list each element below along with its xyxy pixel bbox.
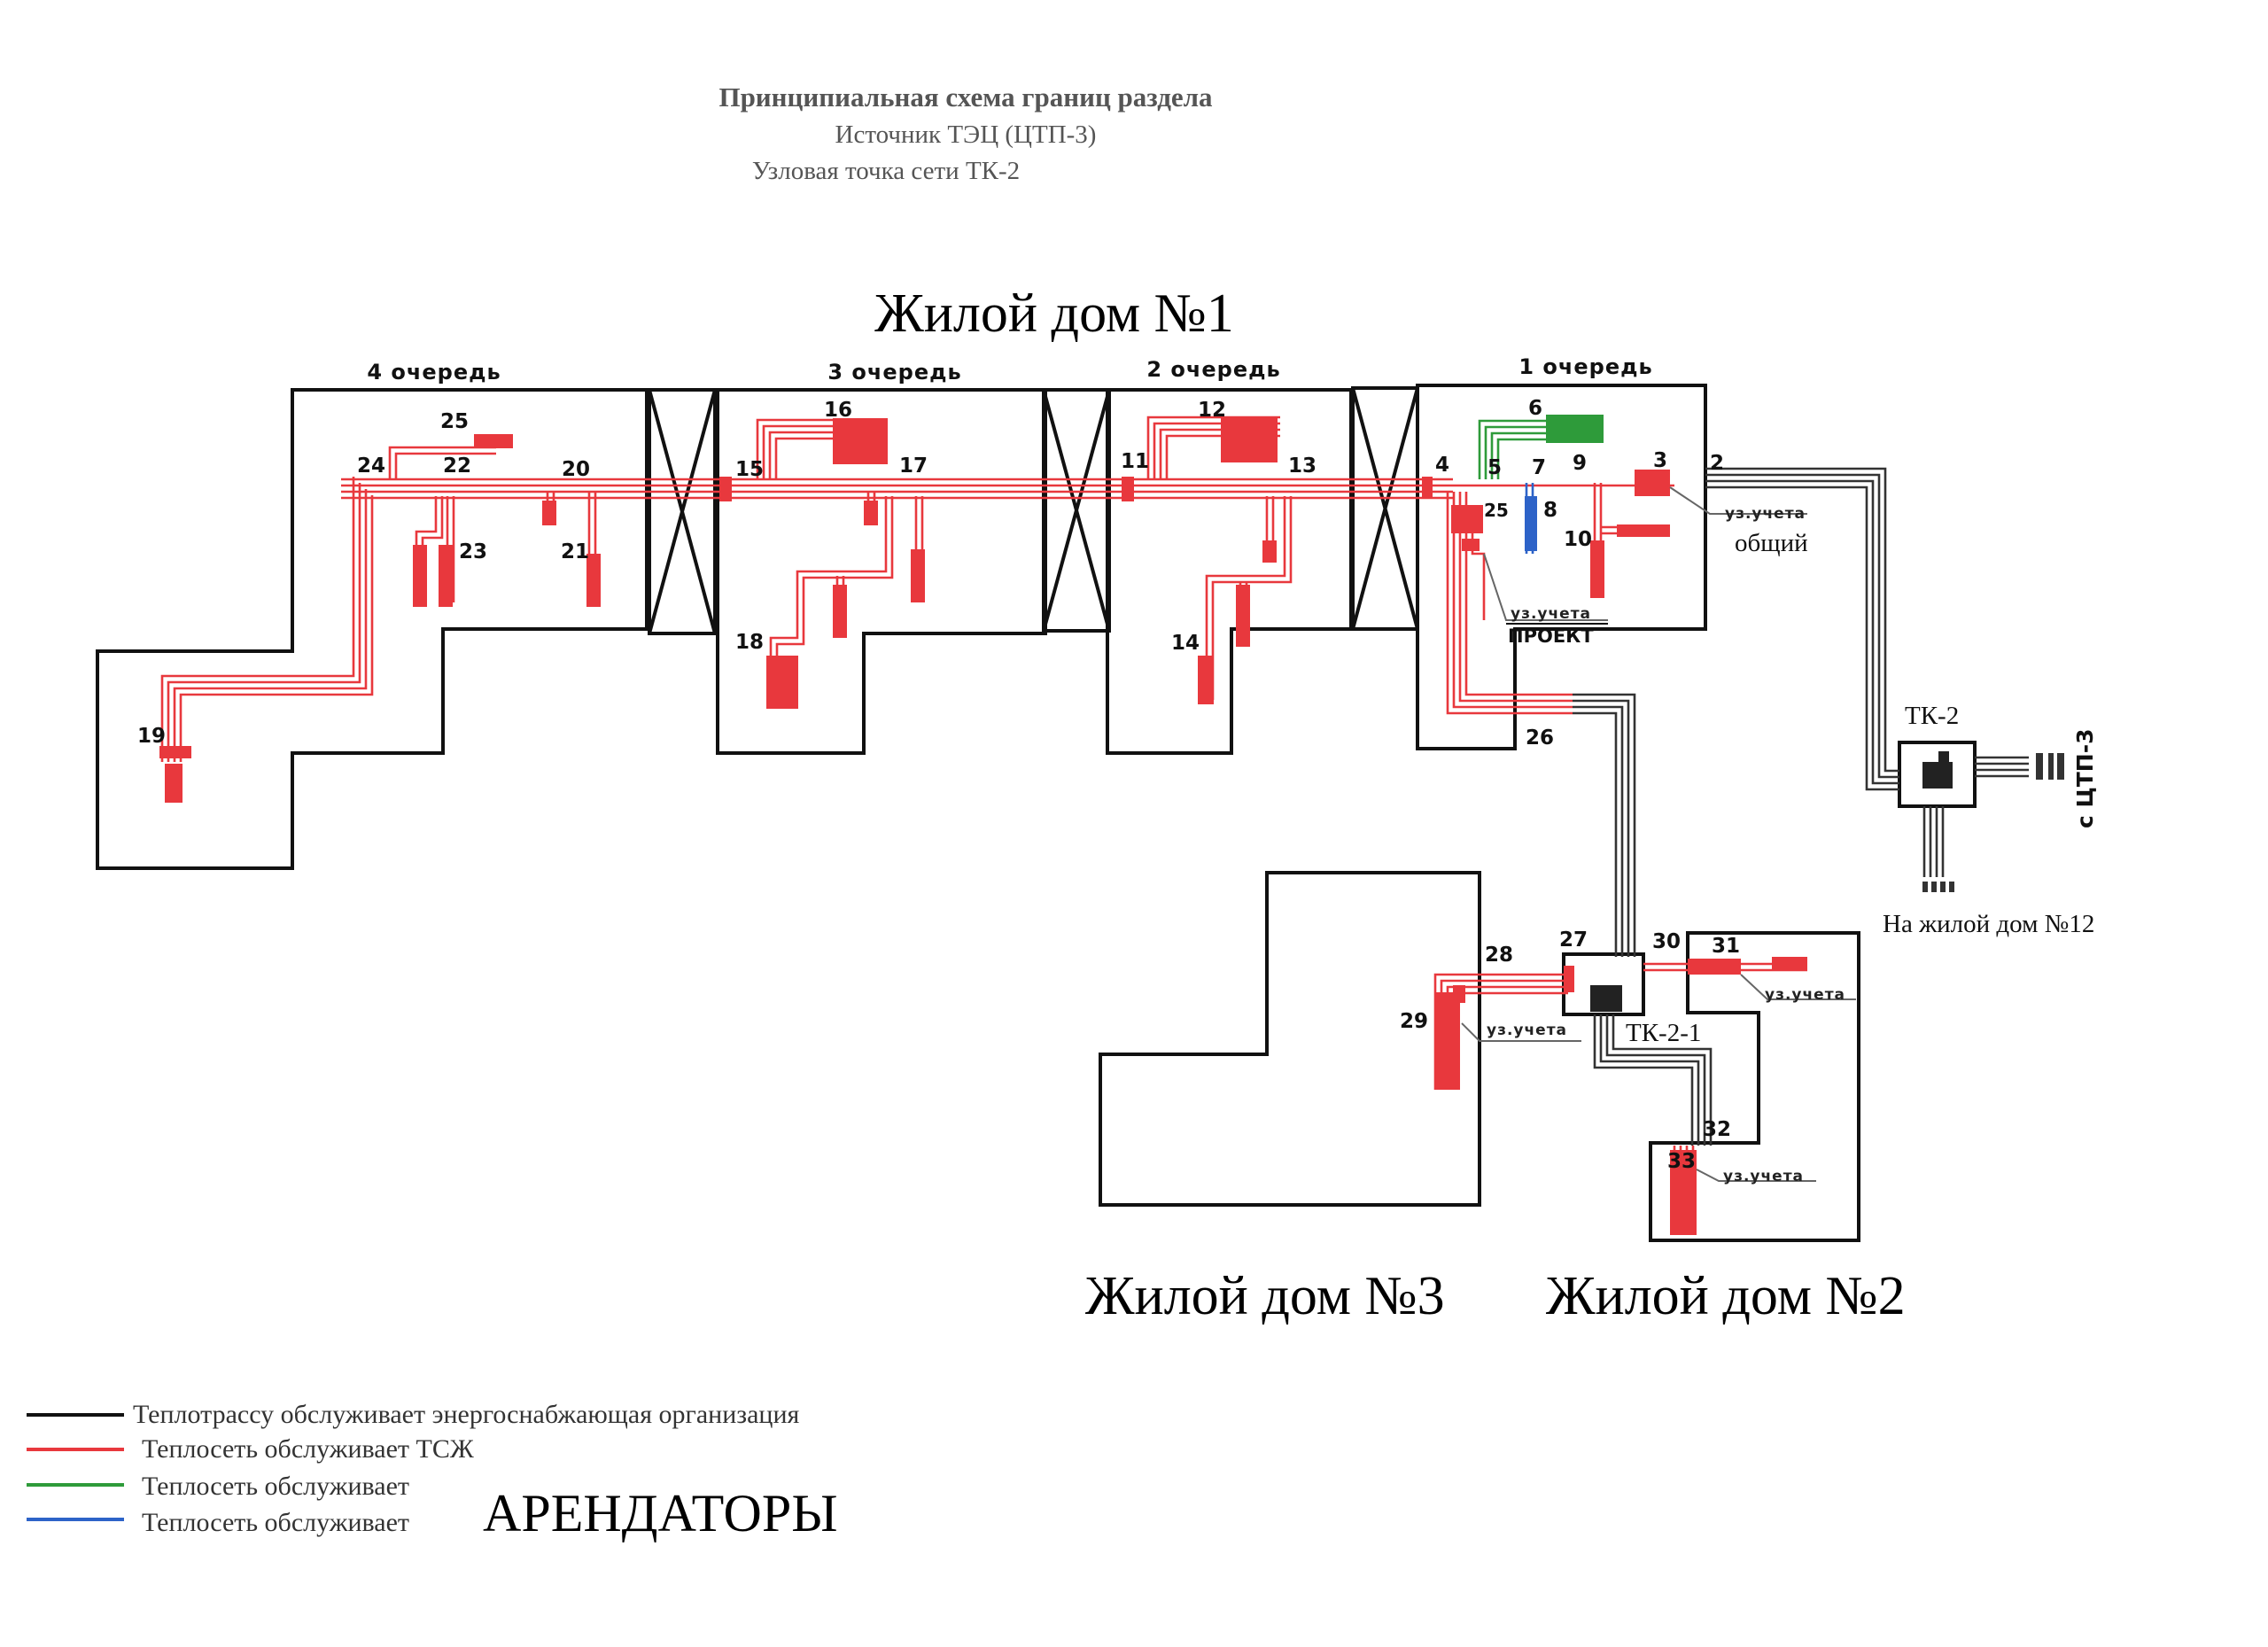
- point-7: 7: [1532, 456, 1546, 479]
- point-8: 8: [1543, 499, 1557, 522]
- meter-general-caption: общий: [1735, 529, 1808, 557]
- legend-text-black: Теплотрассу обслуживает энергоснабжающая…: [133, 1400, 800, 1429]
- point-14: 14: [1171, 632, 1200, 655]
- point-21: 21: [561, 540, 589, 563]
- house-3-outline: [1099, 871, 1481, 1207]
- queue-4-label: 4 очередь: [367, 360, 501, 385]
- point-23: 23: [459, 540, 487, 563]
- meter-house-2a: уз.учета: [1765, 986, 1845, 1004]
- point-24: 24: [357, 454, 385, 478]
- point-4: 4: [1435, 454, 1449, 477]
- point-17: 17: [899, 454, 928, 478]
- point-labels: 25 24 22 20 23 21 19 16 15 17 18 12 11 1…: [137, 397, 1740, 1173]
- red-pipe-network: [159, 416, 1807, 1235]
- node-label: Узловая точка сети ТК-2: [752, 157, 1020, 185]
- source-label: Источник ТЭЦ (ЦТП-3): [835, 120, 1097, 149]
- house-1-title: Жилой дом №1: [874, 284, 1234, 344]
- point-30: 30: [1652, 930, 1681, 953]
- green-valve-group: [1546, 415, 1604, 443]
- point-27: 27: [1559, 928, 1588, 952]
- point-33: 33: [1667, 1150, 1696, 1173]
- point-12: 12: [1198, 399, 1226, 422]
- queue-2-label: 2 очередь: [1146, 357, 1280, 382]
- legend-text-red: Теплосеть обслуживает ТСЖ: [142, 1434, 474, 1464]
- house-2-title: Жилой дом №2: [1546, 1266, 1906, 1326]
- point-6: 6: [1528, 397, 1542, 420]
- point-29: 29: [1400, 1010, 1428, 1033]
- point-26: 26: [1526, 726, 1554, 750]
- house-3-title: Жилой дом №3: [1085, 1266, 1445, 1326]
- diagram-title: Принципиальная схема границ раздела: [718, 82, 1213, 113]
- house-1-outline: [96, 384, 1707, 870]
- point-20: 20: [562, 458, 590, 481]
- from-ctp-label: с ЦТП-3: [2072, 729, 2098, 828]
- house-2-outline: [1649, 931, 1860, 1242]
- legend-tenants: АРЕНДАТОРЫ: [483, 1484, 838, 1542]
- meter-general: уз.учета: [1725, 505, 1806, 523]
- point-19: 19: [137, 725, 166, 748]
- to-house-12-label: На жилой дом №12: [1883, 910, 2094, 938]
- point-13: 13: [1288, 454, 1317, 478]
- point-18: 18: [735, 631, 764, 654]
- point-10: 10: [1564, 528, 1592, 551]
- tk-2-1-label: ТК-2-1: [1626, 1019, 1701, 1047]
- point-2: 2: [1710, 452, 1724, 475]
- point-22: 22: [443, 454, 471, 478]
- legend-text-blue: Теплосеть обслуживает: [142, 1508, 409, 1537]
- point-28: 28: [1485, 944, 1513, 967]
- queue-1-label: 1 очередь: [1518, 354, 1652, 379]
- legend: Теплотрассу обслуживает энергоснабжающая…: [27, 1400, 838, 1542]
- point-31: 31: [1712, 935, 1740, 958]
- tk-2-label: ТК-2: [1905, 702, 1959, 730]
- point-32: 32: [1703, 1118, 1731, 1141]
- blue-valve: [1525, 496, 1537, 551]
- point-25b: 25: [1484, 500, 1509, 521]
- meter-house-2b: уз.учета: [1723, 1168, 1804, 1185]
- legend-text-green: Теплосеть обслуживает: [142, 1472, 409, 1501]
- black-pipe-network: [1573, 467, 2029, 1146]
- meter-project-caption: ПРОЕКТ: [1508, 625, 1594, 647]
- meter-project: уз.учета: [1511, 605, 1591, 623]
- meter-house-3: уз.учета: [1487, 1022, 1567, 1039]
- queue-3-label: 3 очередь: [827, 360, 961, 385]
- point-15: 15: [735, 458, 764, 481]
- point-3: 3: [1653, 449, 1667, 472]
- point-9: 9: [1573, 452, 1587, 475]
- point-5: 5: [1487, 456, 1502, 479]
- point-16: 16: [824, 399, 852, 422]
- point-25: 25: [440, 410, 469, 433]
- point-11: 11: [1121, 450, 1149, 473]
